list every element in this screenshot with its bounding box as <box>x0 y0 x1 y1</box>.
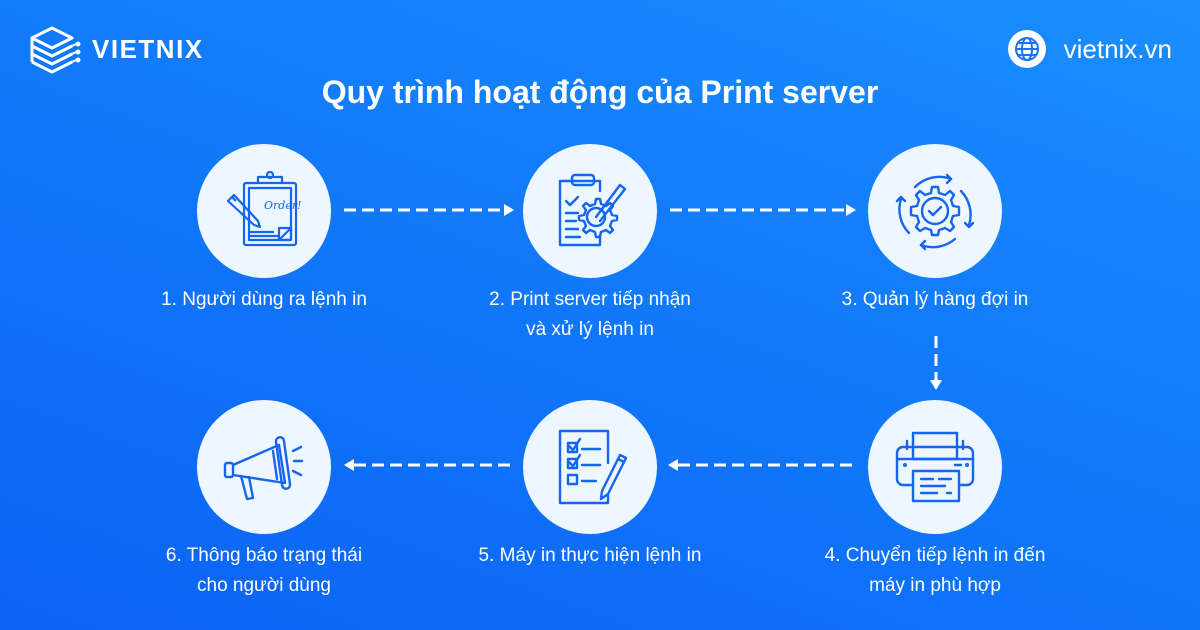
globe-icon <box>1007 30 1046 68</box>
clipboard-gear-icon <box>558 173 627 247</box>
step-3-label: 3. Quản lý hàng đợi in <box>785 285 1085 315</box>
step-4-label: 4. Chuyển tiếp lệnh in đến máy in phù hợ… <box>785 541 1085 601</box>
website-url: vietnix.vn <box>1063 33 1172 64</box>
svg-text:Order!: Order! <box>264 199 302 212</box>
step-6-label: 6. Thông báo trạng thái cho người dùng <box>114 541 414 601</box>
gear-cycle-check-icon <box>895 173 975 251</box>
arrow-left-dashed <box>344 459 514 471</box>
step-6-circle <box>197 400 331 534</box>
printer-icon <box>895 431 975 503</box>
arrow-right-dashed <box>670 204 856 216</box>
website-link[interactable]: vietnix.vn <box>1007 30 1172 68</box>
step-1-label: 1. Người dùng ra lệnh in <box>114 285 414 315</box>
brand-logo: VIETNIX <box>28 24 204 74</box>
checklist-icon <box>558 429 628 505</box>
megaphone-icon <box>223 436 304 501</box>
server-stack-icon <box>30 26 81 74</box>
step-1-text: 1. Người dùng ra lệnh in <box>161 289 367 310</box>
step-2-text-line1: 2. Print server tiếp nhận <box>489 289 691 310</box>
step-6-text-line2: cho người dùng <box>197 575 331 596</box>
step-3-circle <box>868 144 1002 278</box>
step-5-text: 5. Máy in thực hiện lệnh in <box>478 545 702 566</box>
step-2-circle <box>523 144 657 278</box>
step-3-text: 3. Quản lý hàng đợi in <box>841 289 1029 310</box>
clipboard-order-icon: Order! <box>226 171 302 247</box>
step-2-label: 2. Print server tiếp nhận và xử lý lệnh … <box>440 285 740 345</box>
step-5-circle <box>523 400 657 534</box>
arrow-down-dashed <box>930 336 942 390</box>
page-title: Quy trình hoạt động của Print server <box>321 74 879 110</box>
step-4-text-line1: 4. Chuyển tiếp lệnh in đến <box>824 545 1046 566</box>
brand-name: VIETNIX <box>92 33 204 64</box>
arrow-right-dashed <box>344 204 514 216</box>
arrow-left-dashed <box>668 459 856 471</box>
step-1-circle: Order! <box>197 144 331 278</box>
step-4-text-line2: máy in phù hợp <box>869 575 1001 596</box>
step-6-text-line1: 6. Thông báo trạng thái <box>165 545 363 566</box>
step-4-circle <box>868 400 1002 534</box>
step-2-text-line2: và xử lý lệnh in <box>526 319 654 340</box>
step-5-label: 5. Máy in thực hiện lệnh in <box>440 541 740 571</box>
